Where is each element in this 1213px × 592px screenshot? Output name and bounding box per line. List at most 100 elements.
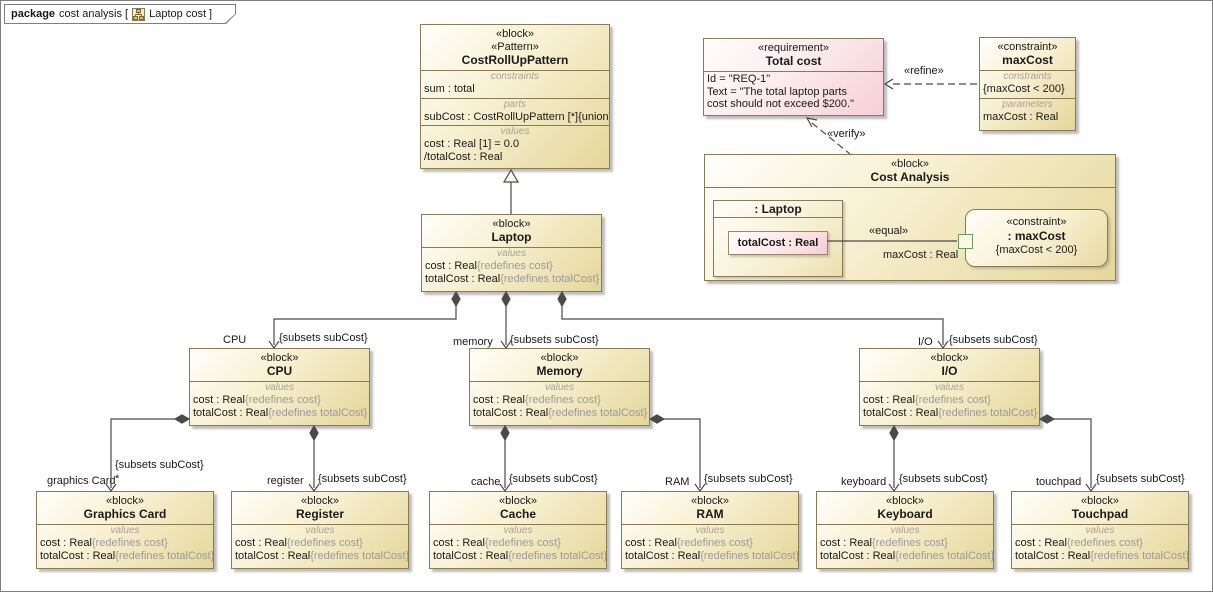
value-cost: cost : Real	[425, 260, 477, 272]
compartment-label: values	[497, 248, 526, 259]
block-costrolluppattern[interactable]: «block» «Pattern» CostRollUpPattern cons…	[420, 24, 610, 169]
refine-dependency[interactable]	[883, 78, 979, 90]
block-memory[interactable]: «block» Memory values cost : Real{redefi…	[469, 348, 650, 426]
label-graphics-multiplicity: *	[115, 473, 120, 485]
value-cost: cost : Real	[625, 537, 677, 549]
value-line: /totalCost : Real	[424, 150, 503, 163]
block-header: «block» Cache	[430, 492, 606, 525]
stereotype-block: «block»	[691, 495, 729, 507]
value-cost-suffix: {redefines cost}	[524, 394, 601, 406]
constraint-block-maxcost[interactable]: «constraint» maxCost constraints {maxCos…	[979, 37, 1076, 131]
block-name: CPU	[266, 364, 293, 378]
requirement-text: Text = "The total laptop parts	[707, 85, 847, 98]
constraint-property-name: : maxCost	[1007, 229, 1066, 243]
values-compartment: values cost : Real{redefines cost} total…	[622, 525, 798, 564]
block-laptop[interactable]: «block» Laptop values cost : Real{redefi…	[421, 214, 602, 292]
compartment-label: parameters	[1002, 98, 1053, 110]
values-compartment: values cost : Real{redefines cost} total…	[190, 382, 369, 421]
block-name: Register	[295, 507, 345, 521]
stereotype-block: «block»	[496, 28, 534, 40]
block-name: Keyboard	[877, 507, 933, 521]
value-cost: cost : Real	[40, 537, 92, 549]
block-header: «block» Keyboard	[817, 492, 993, 525]
compartment-label: values	[305, 525, 335, 536]
values-compartment: values cost : Real{redefines cost} total…	[860, 382, 1039, 421]
label-touchpad-role: touchpad	[1036, 476, 1082, 488]
block-header: «block» «Pattern» CostRollUpPattern	[421, 25, 609, 71]
block-io[interactable]: «block» I/O values cost : Real{redefines…	[859, 348, 1040, 426]
stereotype-requirement: «requirement»	[758, 42, 829, 54]
label-register-role: register	[267, 475, 304, 487]
values-compartment: values cost : Real{redefines cost} total…	[422, 248, 601, 287]
label-ram-role: RAM	[665, 476, 690, 488]
stereotype-constraint: «constraint»	[997, 41, 1058, 53]
generalization-laptop-costrolluppattern[interactable]	[502, 168, 520, 214]
block-cache[interactable]: «block» Cache values cost : Real{redefin…	[429, 491, 607, 569]
label-keyboard-subsets: {subsets subCost}	[899, 473, 988, 485]
value-cost-suffix: {redefines cost}	[244, 394, 321, 406]
constraint-property-maxcost[interactable]: «constraint» : maxCost {maxCost < 200}	[965, 209, 1108, 267]
value-totalcost: totalCost : Real	[433, 549, 509, 562]
label-cache-subsets: {subsets subCost}	[509, 473, 598, 485]
package-keyword: package	[11, 8, 56, 20]
requirement-id: Id = "REQ-1"	[707, 73, 771, 85]
compartment-label: values	[500, 126, 530, 137]
value-cost-suffix: {redefines cost}	[91, 537, 168, 549]
value-totalcost: totalCost : Real	[820, 549, 896, 562]
block-header: «block» Memory	[470, 349, 649, 382]
values-compartment: values cost : Real [1] = 0.0 /totalCost …	[421, 126, 609, 165]
block-header: «block» Cost Analysis	[705, 155, 1115, 188]
block-cost-analysis[interactable]: «block» Cost Analysis : Laptop totalCost…	[704, 154, 1116, 281]
stereotype-block: «block»	[540, 352, 579, 364]
value-cost-suffix: {redefines cost}	[476, 260, 553, 272]
label-equal: «equal»	[869, 225, 909, 237]
label-equal-parameter: maxCost : Real	[883, 249, 959, 261]
value-totalcost-suffix: {redefines totalCost}	[508, 549, 607, 562]
compartment-label: values	[695, 525, 725, 536]
block-register[interactable]: «block» Register values cost : Real{rede…	[231, 491, 409, 569]
block-header: «block» CPU	[190, 349, 369, 382]
stereotype-block: «block»	[1081, 495, 1119, 507]
package-tab: package cost analysis [ Laptop cost ]	[4, 4, 236, 24]
stereotype-block: «block»	[886, 495, 924, 507]
block-name: CostRollUpPattern	[461, 53, 569, 67]
label-graphics-subsets: {subsets subCost}	[115, 459, 204, 471]
requirement-total-cost[interactable]: «requirement» Total cost Id = "REQ-1" Te…	[703, 38, 884, 116]
value-totalcost: totalCost : Real	[425, 272, 501, 285]
block-name: Touchpad	[1071, 507, 1129, 521]
value-box-totalcost[interactable]: totalCost : Real	[728, 231, 828, 255]
compartment-label: values	[935, 382, 964, 393]
compartment-label: values	[545, 382, 574, 393]
value-totalcost-suffix: {redefines totalCost}	[1090, 549, 1189, 562]
stereotype-constraint: «constraint»	[1006, 216, 1067, 228]
value-totalcost-suffix: {redefines totalCost}	[700, 549, 799, 562]
constraint-parameter-port[interactable]	[958, 234, 973, 249]
block-cpu[interactable]: «block» CPU values cost : Real{redefines…	[189, 348, 370, 426]
compartment-label: values	[110, 525, 140, 536]
constraint-line: sum : total	[424, 83, 475, 95]
label-register-subsets: {subsets subCost}	[318, 473, 407, 485]
block-touchpad[interactable]: «block» Touchpad values cost : Real{rede…	[1011, 491, 1189, 569]
block-keyboard[interactable]: «block» Keyboard values cost : Real{rede…	[816, 491, 994, 569]
value-totalcost-suffix: {redefines totalCost}	[115, 549, 214, 562]
composite-association-laptop-io[interactable]	[557, 290, 949, 350]
values-compartment: values cost : Real{redefines cost} total…	[817, 525, 993, 564]
value-cost-suffix: {redefines cost}	[286, 537, 363, 549]
stereotype-block: «block»	[106, 495, 144, 507]
value-cost-suffix: {redefines cost}	[871, 537, 948, 549]
composite-association-io-keyboard[interactable]	[888, 424, 900, 493]
value-line: cost : Real [1] = 0.0	[424, 138, 520, 150]
value-cost: cost : Real	[863, 394, 915, 406]
compartment-label: values	[890, 525, 920, 536]
label-verify: «verify»	[827, 128, 866, 140]
value-totalcost: totalCost : Real	[235, 549, 311, 562]
part-name: : Laptop	[714, 201, 842, 218]
value-totalcost: totalCost : Real	[40, 549, 116, 562]
block-graphics-card[interactable]: «block» Graphics Card values cost : Real…	[36, 491, 214, 569]
values-compartment: values cost : Real{redefines cost} total…	[430, 525, 606, 564]
block-header: «block» Touchpad	[1012, 492, 1188, 525]
block-ram[interactable]: «block» RAM values cost : Real{redefines…	[621, 491, 799, 569]
value-cost: cost : Real	[820, 537, 872, 549]
constraint-expression: {maxCost < 200}	[995, 244, 1078, 256]
value-totalcost: totalCost : Real	[1015, 549, 1091, 562]
